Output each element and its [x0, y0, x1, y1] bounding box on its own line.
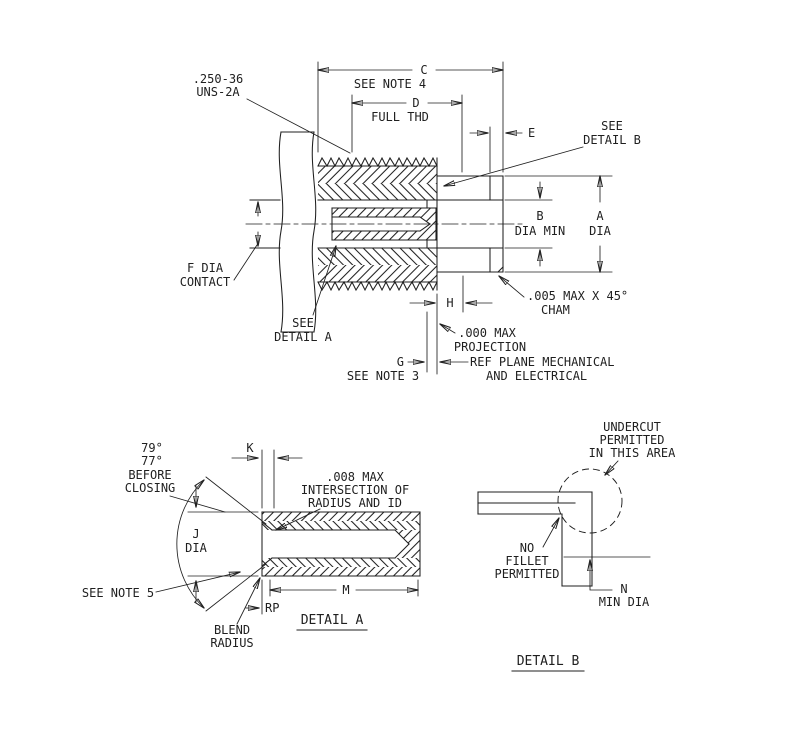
full-thd-label: FULL THD [371, 110, 429, 124]
no-fillet-callout: NO FILLET PERMITTED [494, 518, 559, 581]
dim-f-label: F DIA [187, 261, 224, 275]
thread-crests-top [317, 156, 438, 168]
dim-rp-label: RP [265, 601, 279, 615]
dim-d-label: D [412, 96, 419, 110]
dim-e-label: E [528, 126, 535, 140]
chamfer-edge [497, 266, 504, 273]
detail-b-view: UNDERCUT PERMITTED IN THIS AREA NO FILLE… [477, 420, 676, 672]
dim-e-group: E [469, 126, 535, 173]
angle-upper-label: 79° [141, 441, 163, 455]
dim-k-label: K [246, 441, 254, 455]
intersection-line3: RADIUS AND ID [308, 496, 402, 510]
note-3-label: SEE NOTE 3 [347, 369, 419, 383]
ref-plane-group: G SEE NOTE 3 REF PLANE MECHANICAL AND EL… [347, 293, 615, 383]
see-detail-b-line1: SEE [601, 119, 623, 133]
dim-h-label: H [446, 296, 453, 310]
detail-b-title: DETAIL B [511, 654, 585, 672]
thread-spec-line2: UNS-2A [196, 85, 240, 99]
before-closing-line2: CLOSING [125, 481, 176, 495]
flange-break-section [278, 131, 317, 333]
chamfer-line2: CHAM [541, 303, 570, 317]
projection-callout: .000 MAX PROJECTION [440, 324, 526, 354]
intersection-line1: .008 MAX [326, 470, 385, 484]
see-detail-b-callout: SEE DETAIL B [444, 119, 641, 186]
ref-plane-line2: AND ELECTRICAL [486, 369, 587, 383]
dim-k-group: K [231, 441, 303, 509]
see-detail-b-line2: DETAIL B [583, 133, 641, 147]
dim-n-label: N [620, 582, 627, 596]
closing-angle-group: 79° 77° BEFORE CLOSING [125, 441, 267, 612]
dim-b-note: DIA MIN [515, 224, 566, 238]
dim-n-group: N MIN DIA [563, 556, 651, 609]
intersection-line2: INTERSECTION OF [301, 483, 409, 497]
undercut-callout: UNDERCUT PERMITTED IN THIS AREA [589, 420, 676, 475]
dim-j-note: DIA [185, 541, 207, 555]
center-contact [249, 199, 437, 249]
dim-m-label: M [342, 583, 349, 597]
interface-collar [436, 175, 504, 273]
ref-plane-line1: REF PLANE MECHANICAL [470, 355, 615, 369]
undercut-zone-circle [557, 468, 623, 534]
see-detail-a-callout: SEE DETAIL A [274, 246, 336, 344]
dim-f-note: CONTACT [180, 275, 231, 289]
intersection-note: .008 MAX INTERSECTION OF RADIUS AND ID [276, 470, 409, 530]
undercut-line3: IN THIS AREA [589, 446, 676, 460]
undercut-line2: PERMITTED [599, 433, 664, 447]
dim-j-label: J [192, 527, 199, 541]
dim-c-label: C [420, 63, 427, 77]
note-5-callout: SEE NOTE 5 [82, 572, 240, 600]
dim-h-group: H [409, 275, 493, 313]
detail-b-title-label: DETAIL B [517, 654, 580, 669]
thread-crests-bottom [317, 280, 438, 292]
dim-b-label: B [536, 209, 543, 223]
blend-radius-callout: BLEND RADIUS [210, 578, 260, 650]
blend-line1: BLEND [214, 623, 250, 637]
before-closing-line1: BEFORE [128, 468, 171, 482]
dim-rp-group: RP [245, 579, 279, 615]
dim-f-group: F DIA CONTACT [180, 202, 258, 289]
no-fillet-line2: FILLET [505, 554, 548, 568]
main-view: C SEE NOTE 4 D FULL THD E .250-36 UNS-2A [180, 61, 641, 383]
dim-g-label: G [397, 355, 404, 369]
note-5-label: SEE NOTE 5 [82, 586, 154, 600]
no-fillet-line3: PERMITTED [494, 567, 559, 581]
dim-c-group: C SEE NOTE 4 [318, 61, 503, 173]
thread-spec-line1: .250-36 [193, 72, 244, 86]
thread-spec-callout: .250-36 UNS-2A [193, 72, 351, 154]
note-4-label: SEE NOTE 4 [354, 77, 426, 91]
no-fillet-line1: NO [520, 541, 534, 555]
blend-line2: RADIUS [210, 636, 253, 650]
chamfer-callout: .005 MAX X 45° CHAM [499, 276, 628, 317]
detail-a-title-label: DETAIL A [301, 613, 364, 628]
detail-b-corner-shape [477, 468, 623, 587]
dim-a-label: A [596, 209, 604, 223]
see-detail-a-line1: SEE [292, 316, 314, 330]
threaded-body [317, 156, 438, 292]
detail-a-view: 79° 77° BEFORE CLOSING K .008 MAX INTERS… [82, 441, 421, 650]
angle-lower-label: 77° [141, 454, 163, 468]
dim-n-note: MIN DIA [599, 595, 650, 609]
projection-line2: PROJECTION [454, 340, 526, 354]
chamfer-line1: .005 MAX X 45° [527, 289, 628, 303]
see-detail-a-line2: DETAIL A [274, 330, 333, 344]
dim-d-group: D FULL THD [352, 94, 462, 173]
projection-line1: .000 MAX [458, 326, 517, 340]
dim-b-group: B DIA MIN [504, 181, 566, 267]
dim-a-group: A DIA [504, 176, 613, 272]
undercut-line1: UNDERCUT [603, 420, 661, 434]
detail-a-contact-body [261, 511, 421, 577]
dim-j-group: J DIA [185, 485, 259, 603]
dim-m-group: M [270, 579, 418, 597]
dim-a-note: DIA [589, 224, 611, 238]
detail-a-title: DETAIL A [296, 613, 368, 631]
